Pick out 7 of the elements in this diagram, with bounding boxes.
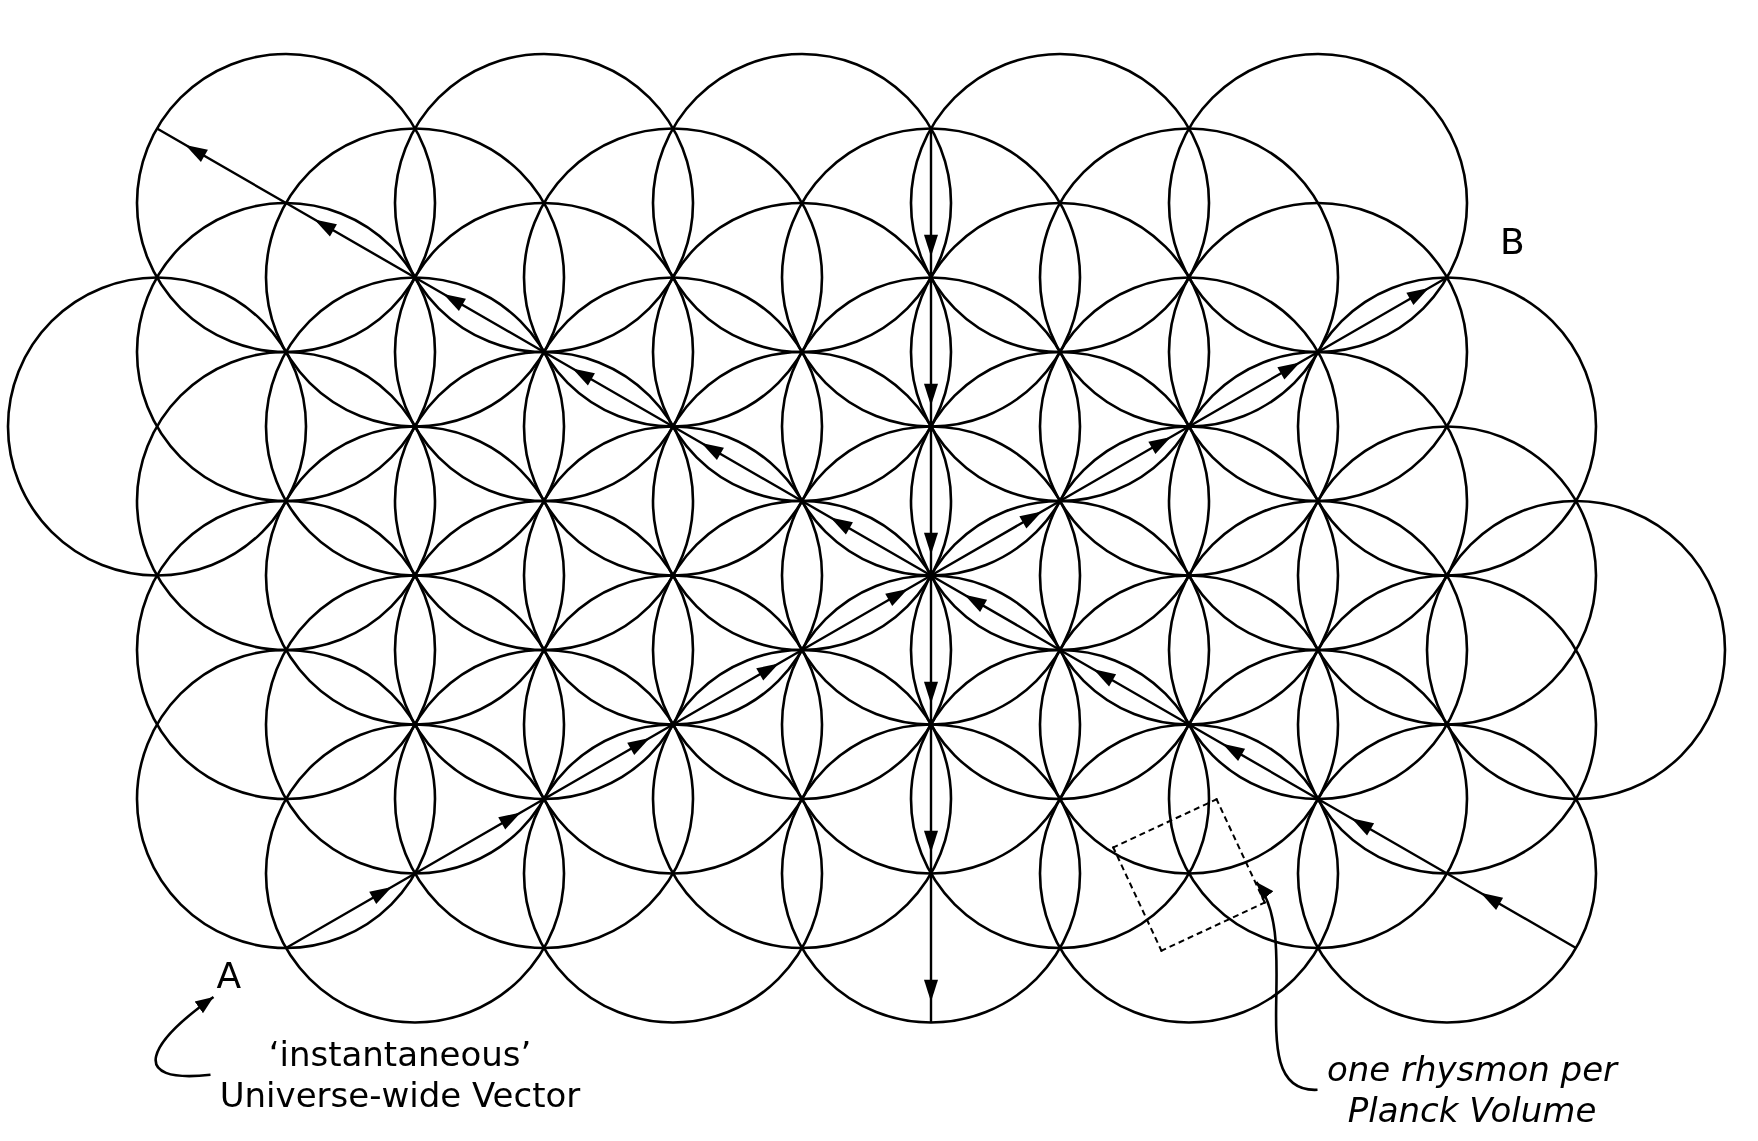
annotation-text: one rhysmon per Planck Volume: [1323, 1049, 1621, 1131]
point-label: A: [216, 958, 248, 994]
annotation-text: ‘instantaneous’ Universe-wide Vector: [216, 1034, 584, 1116]
leader-arrow: [1255, 881, 1318, 1092]
leader-arrow: [154, 995, 215, 1078]
dashed-square: [1111, 797, 1267, 953]
point-label: B: [1500, 224, 1525, 260]
